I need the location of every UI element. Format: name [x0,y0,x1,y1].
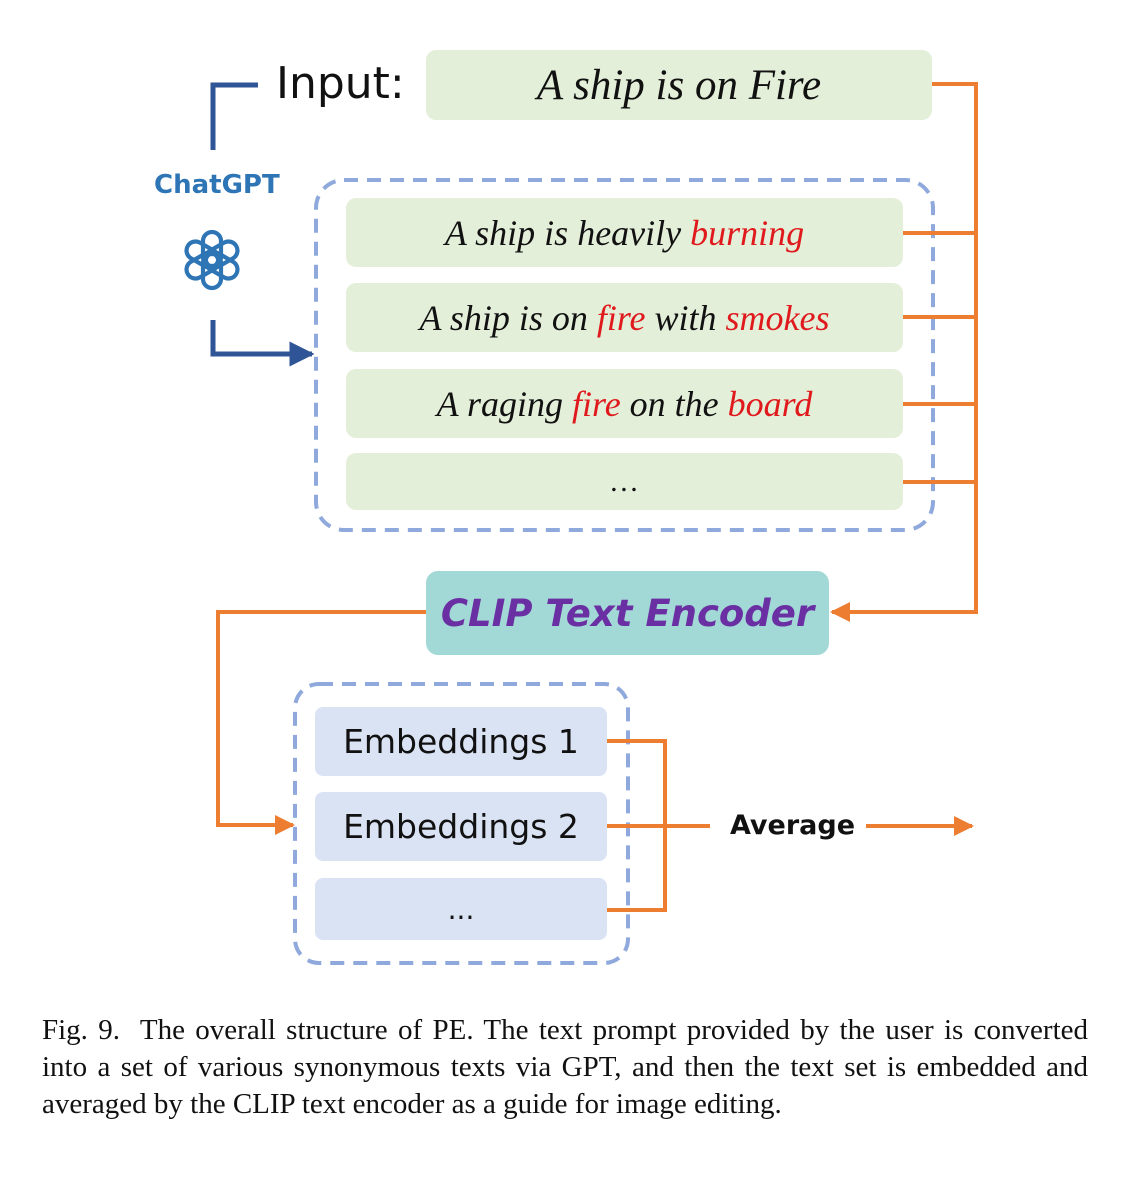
input-label: Input: [276,58,405,109]
embedding-box: Embeddings 1 [315,707,607,776]
embedding-label: Embeddings 1 [343,722,579,761]
clip-text-encoder-label: CLIP Text Encoder [440,591,815,635]
synonym-part: A raging [436,383,564,424]
embedding-label: Embeddings 2 [343,807,579,846]
encoder-to-embeddings-line [216,610,428,835]
synonym-part: with [654,297,717,338]
synonym-box: A ship is heavily burning [346,198,903,267]
synonym-highlight: smokes [725,297,830,338]
caption-text: The overall structure of PE. The text pr… [42,1014,1088,1120]
synonym-highlight: board [727,383,813,424]
synonym-ellipsis: … [611,464,638,498]
chatgpt-input-bracket [210,82,258,150]
chatgpt-label: ChatGPT [154,170,280,200]
embedding-group-outline [293,682,630,965]
embedding-box: Embeddings 2 [315,792,607,861]
synonym-box: … [346,453,903,510]
synonym-highlight: burning [690,212,805,253]
figure-number: Fig. 9. [42,1014,121,1046]
figure-caption: Fig. 9. The overall structure of PE. The… [42,1012,1088,1123]
synonym-box: A ship is on fire with smokes [346,283,903,352]
input-prompt-text: A ship is on Fire [536,61,822,109]
chatgpt-output-arrow [210,320,315,367]
synonym-highlight: fire [596,297,646,338]
openai-logo-icon [184,229,240,291]
embedding-box: ... [315,878,607,940]
embedding-ellipsis: ... [447,892,475,926]
average-label: Average [730,810,856,841]
synonym-highlight: fire [572,383,621,424]
input-to-bus-line [830,82,978,622]
synonym-part: A ship is heavily [444,212,682,253]
synonym-part: on the [629,383,719,424]
synonym-group-outline [314,178,935,532]
synonym-part: A ship is on [419,297,588,338]
connector-layer [210,82,978,965]
input-prompt-box: A ship is on Fire [426,50,932,120]
synonym-box: A raging fire on the board [346,369,903,438]
clip-text-encoder-box: CLIP Text Encoder [426,571,829,655]
